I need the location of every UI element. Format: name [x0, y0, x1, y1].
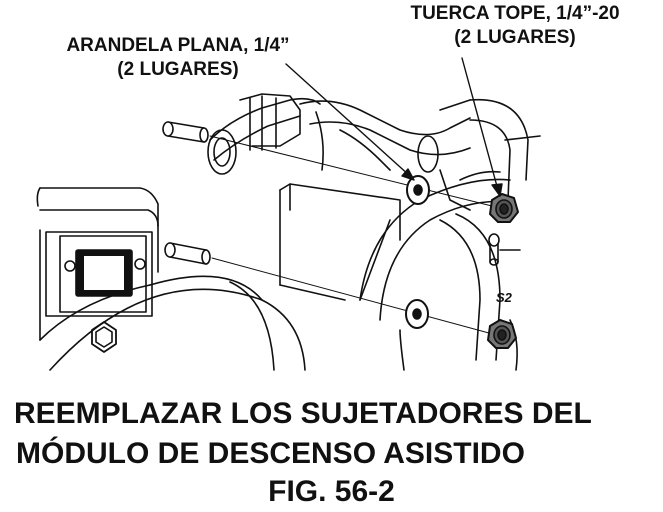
mounting-bracket: [279, 183, 401, 301]
hydraulic-fittings: [207, 93, 541, 211]
rocker-switch-plate: [45, 231, 153, 317]
caption-line-2: MÓDULO DE DESCENSO ASISTIDO: [16, 437, 525, 470]
motor-housing: [36, 187, 263, 341]
pin-fitting: [488, 233, 500, 266]
washer-callout-title: ARANDELA PLANA, 1/4”: [66, 35, 290, 56]
switch-s2-label: S2: [496, 290, 513, 305]
bolt-stud-upper: [162, 121, 209, 143]
washer-callout: ARANDELA PLANA, 1/4” (2 LUGARES): [28, 34, 328, 82]
figure-number: FIG. 56-2: [268, 475, 395, 508]
nut-callout-quantity: (2 LUGARES): [454, 27, 576, 48]
washer-callout-quantity: (2 LUGARES): [117, 59, 239, 80]
flat-washer-lower: [405, 299, 429, 329]
washer-leader-line: [285, 63, 415, 181]
assembly-guide-lines: [209, 135, 501, 337]
caption-line-1: REEMPLAZAR LOS SUJETADORES DEL: [14, 397, 592, 430]
flat-washer-upper: [406, 175, 430, 205]
lock-nut-upper: [489, 193, 519, 223]
nut-callout-title: TUERCA TOPE, 1/4”-20: [410, 3, 620, 24]
lock-nut-lower: [487, 319, 517, 349]
nut-callout: TUERCA TOPE, 1/4”-20 (2 LUGARES): [370, 2, 660, 50]
nut-leader-line: [461, 57, 503, 197]
motor-cylinder: [49, 281, 306, 371]
bolt-stud-lower: [164, 242, 211, 265]
